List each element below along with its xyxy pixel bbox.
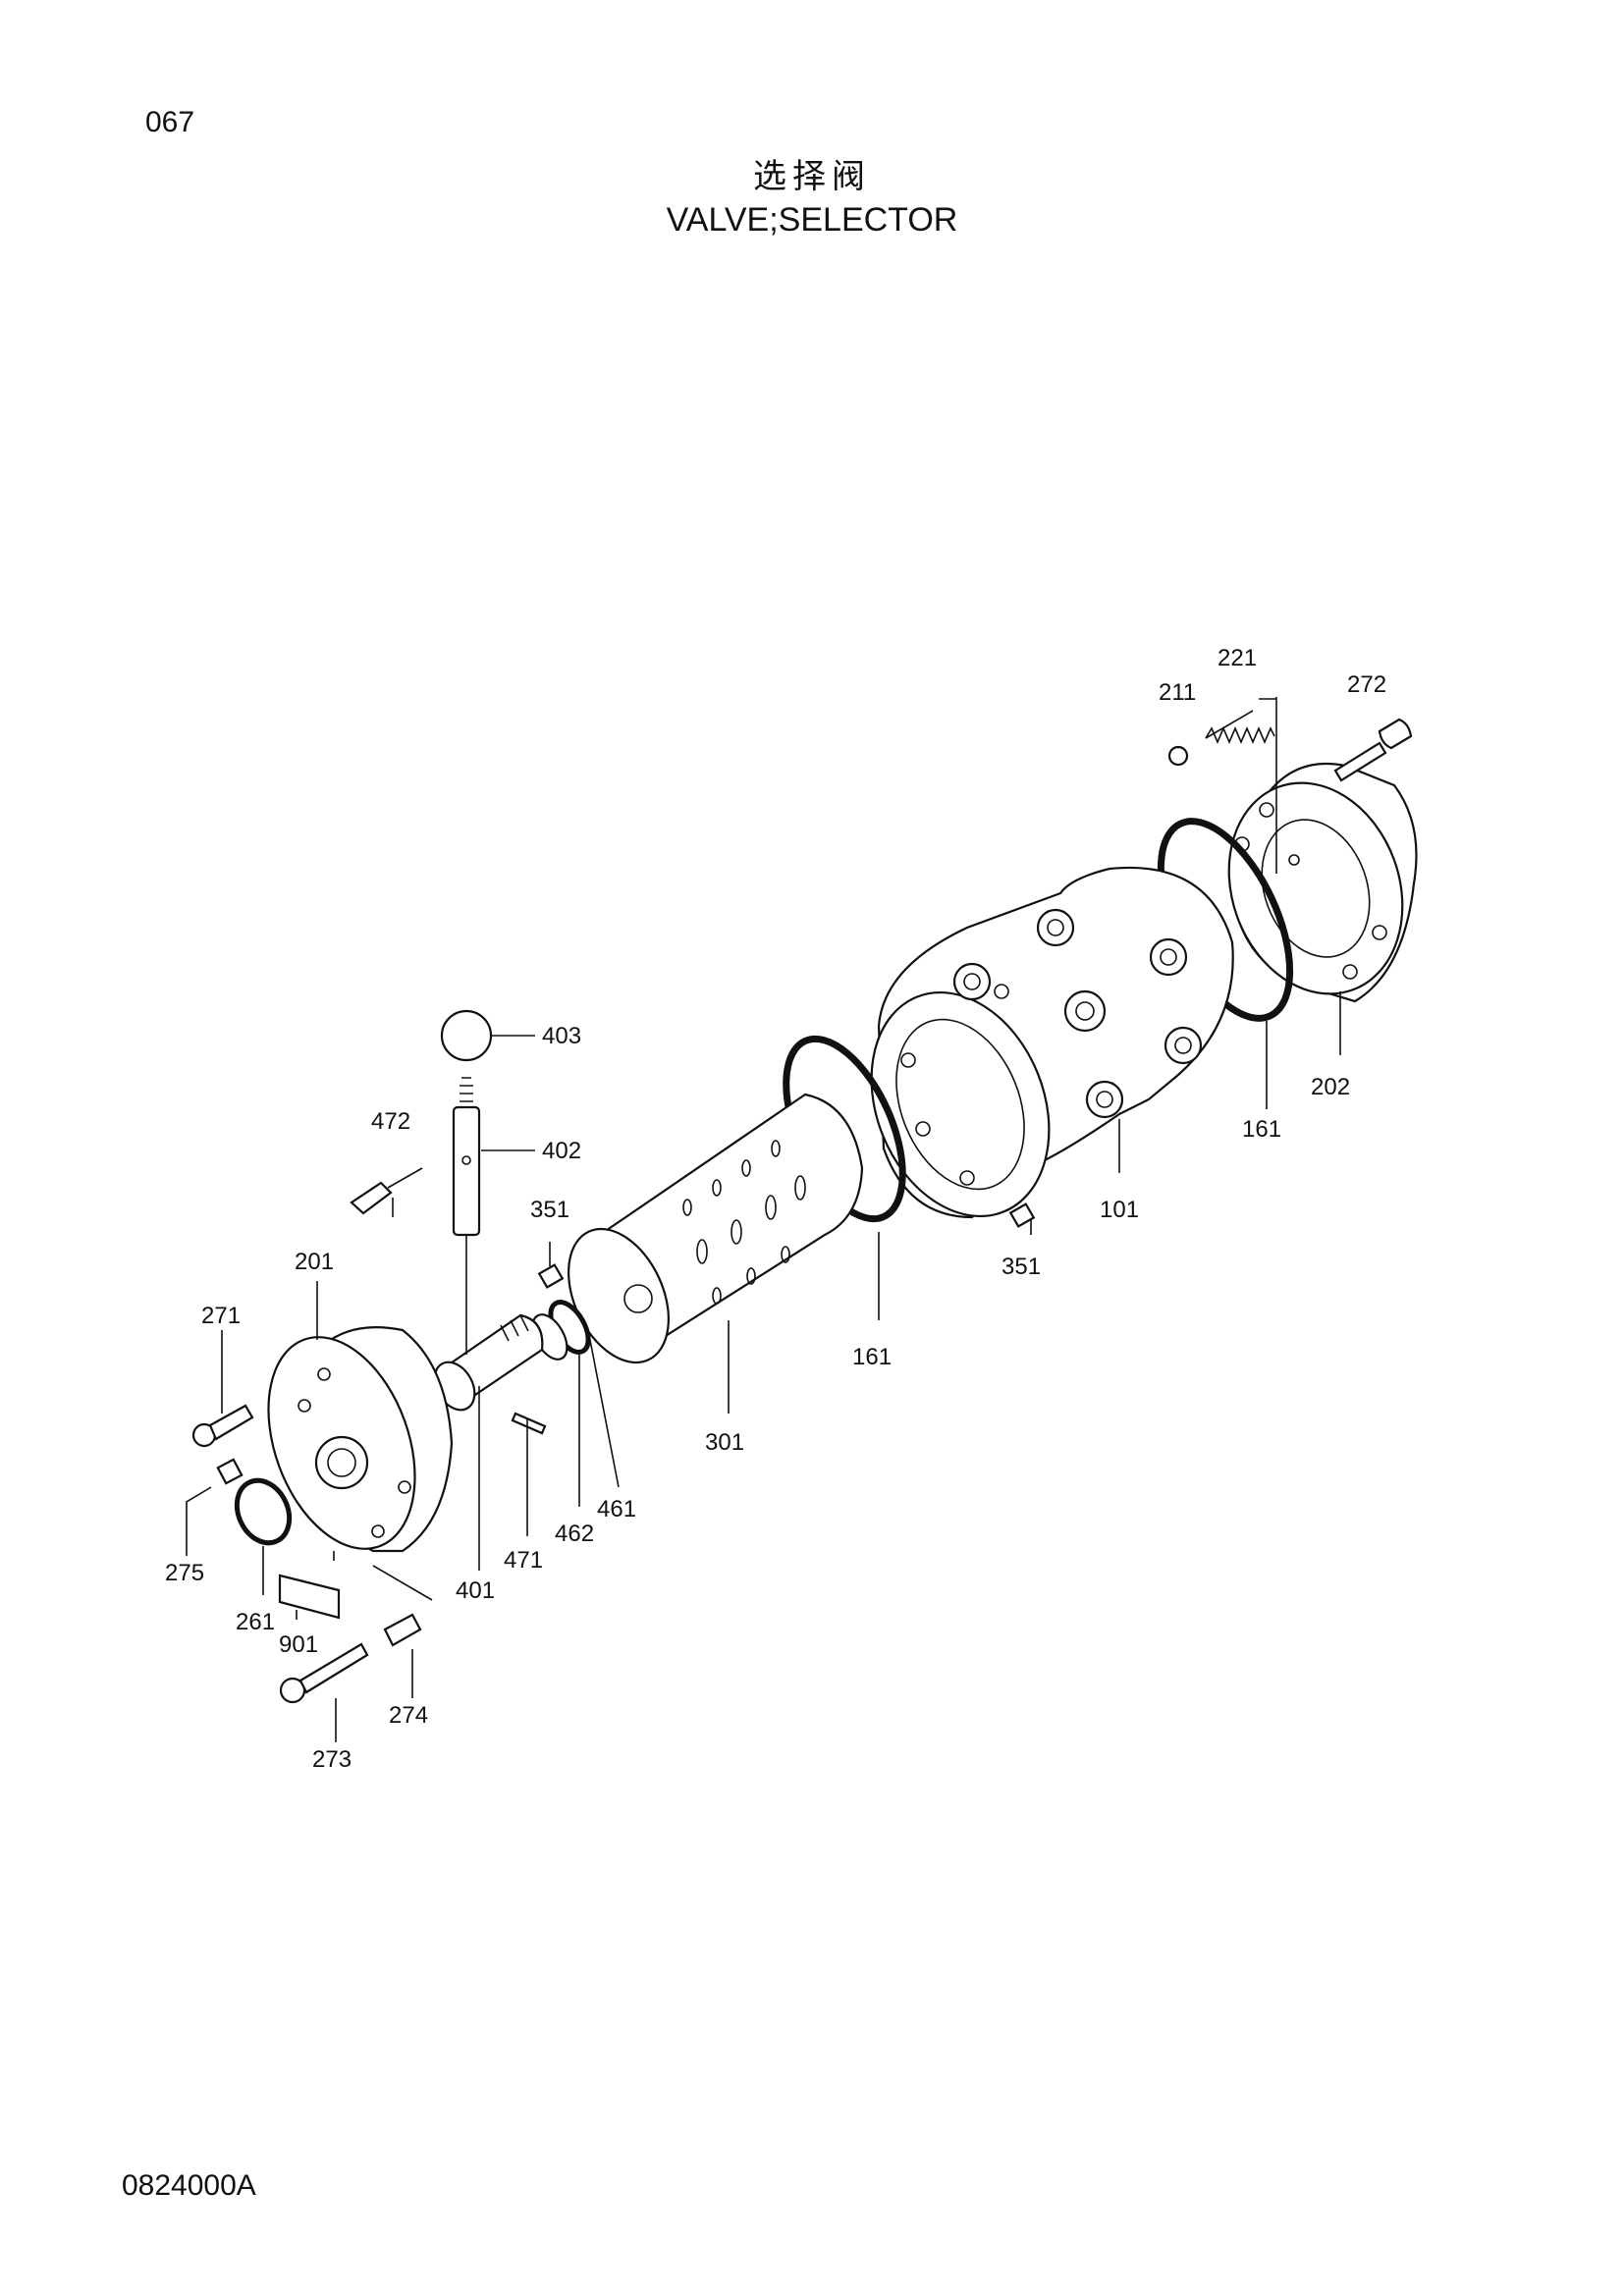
page-number: 067 <box>145 106 195 138</box>
callout-462: 462 <box>555 1521 594 1547</box>
bolt-271 <box>191 1404 254 1448</box>
title-english: VALVE;SELECTOR <box>666 201 958 239</box>
plate-901 <box>278 1574 341 1620</box>
callout-275: 275 <box>165 1560 204 1586</box>
body-101 <box>870 866 1234 1219</box>
spool-401 <box>433 1313 544 1412</box>
callout-472: 472 <box>371 1108 410 1135</box>
callout-161-right: 161 <box>1242 1116 1281 1143</box>
callout-351-left: 351 <box>530 1197 569 1223</box>
shaft-402 <box>452 1077 481 1237</box>
callout-211: 211 <box>1159 679 1196 706</box>
callout-labels: 101 161 161 201 202 211 221 261 271 272 … <box>165 645 1386 1773</box>
leader-lines <box>186 697 1341 1742</box>
callout-274: 274 <box>389 1702 428 1729</box>
cover-201 <box>267 1326 454 1553</box>
callout-351-right: 351 <box>1001 1254 1041 1280</box>
title-chinese: 选择阀 <box>753 157 871 196</box>
callout-461: 461 <box>597 1496 636 1522</box>
plug-275 <box>216 1458 244 1485</box>
callout-261: 261 <box>236 1609 275 1635</box>
callout-272: 272 <box>1347 671 1386 698</box>
callout-471: 471 <box>504 1547 543 1574</box>
callout-901: 901 <box>279 1631 318 1658</box>
callout-201: 201 <box>295 1249 334 1275</box>
callout-402: 402 <box>542 1138 581 1164</box>
wing-screw-472 <box>350 1167 423 1215</box>
sleeve-301 <box>568 1093 864 1364</box>
bolt-272 <box>1333 718 1413 782</box>
pin-471 <box>511 1412 547 1435</box>
plug-351-right <box>1008 1202 1036 1228</box>
spring-221 <box>1205 710 1275 745</box>
plug-351-left <box>537 1263 565 1289</box>
ball-211 <box>1167 745 1189 767</box>
cover-202 <box>1227 762 1418 1003</box>
callout-271: 271 <box>201 1303 241 1329</box>
seal-261 <box>234 1477 293 1546</box>
callout-202: 202 <box>1311 1074 1350 1100</box>
document-code: 0824000A <box>122 2169 256 2202</box>
callout-221: 221 <box>1218 645 1257 671</box>
knob-403 <box>440 1009 493 1062</box>
callout-101: 101 <box>1100 1197 1139 1223</box>
callout-161-left: 161 <box>852 1344 892 1370</box>
callout-301: 301 <box>705 1429 744 1456</box>
callout-401: 401 <box>456 1577 495 1604</box>
callout-403: 403 <box>542 1023 581 1049</box>
callout-273: 273 <box>312 1746 352 1773</box>
sleeve-274 <box>383 1613 422 1647</box>
bolt-273 <box>279 1642 369 1704</box>
